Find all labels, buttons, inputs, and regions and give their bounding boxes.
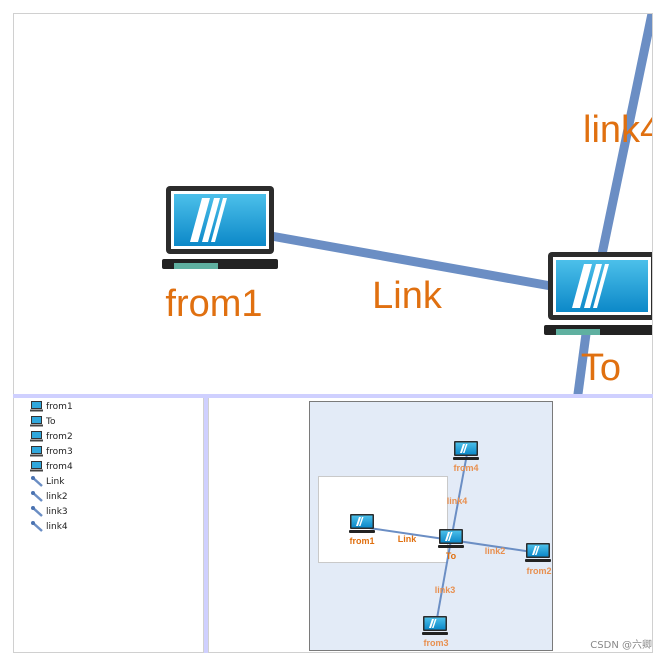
tree-item-label: from1: [46, 402, 73, 412]
overview-label-from1: from1: [349, 536, 374, 546]
viewport-indicator[interactable]: [318, 476, 448, 563]
node-label-from1: from1: [165, 283, 262, 325]
overview-link-link4: [450, 453, 468, 541]
overview-label-to: To: [446, 551, 457, 561]
wrench-icon: [31, 491, 43, 502]
overview-link-link: [361, 526, 452, 541]
node-label-to: To: [581, 347, 621, 389]
laptop-icon: [30, 431, 43, 442]
element-tree: from1 To from2 from3 from4 Link link2 li…: [13, 398, 204, 653]
overview-label-from4: from4: [453, 463, 478, 473]
node-from1[interactable]: [162, 186, 278, 269]
tree-item-label: link3: [46, 507, 68, 517]
laptop-icon: [422, 616, 448, 635]
laptop-icon: [349, 514, 375, 533]
tree-item-label: link2: [46, 492, 68, 502]
node-to[interactable]: [544, 252, 653, 335]
laptop-icon: [453, 441, 479, 460]
laptop-icon: [544, 252, 652, 335]
overview-label-link2: link2: [485, 546, 506, 556]
overview-label-link3: link3: [435, 585, 456, 595]
overview-panel: from1 Link To from2 link2 from4 link4 li…: [208, 398, 653, 653]
link-label-link: Link: [372, 275, 443, 317]
tree-item-label: from2: [46, 432, 73, 442]
horizontal-splitter[interactable]: [13, 394, 653, 398]
laptop-icon: [162, 186, 278, 269]
overview-link-link3: [435, 539, 452, 625]
tree-item-link[interactable]: Link: [30, 475, 64, 490]
vertical-splitter[interactable]: [204, 398, 208, 653]
laptop-icon: [30, 401, 43, 412]
overview-canvas[interactable]: from1 Link To from2 link2 from4 link4 li…: [309, 401, 553, 651]
overview-label-from3: from3: [423, 638, 448, 648]
link-line-link3[interactable]: [573, 333, 591, 395]
wrench-icon: [31, 476, 43, 487]
laptop-icon: [30, 416, 43, 427]
overview-label-from2: from2: [526, 566, 551, 576]
tree-item-from2[interactable]: from2: [30, 430, 73, 445]
tree-item-from3[interactable]: from3: [30, 445, 73, 460]
overview-graph: from1 Link To from2 link2 from4 link4 li…: [349, 441, 552, 648]
main-canvas[interactable]: from1 Link link4 To: [13, 13, 653, 395]
topology-view: from1 Link link4 To: [162, 14, 653, 395]
link-line-link4[interactable]: [596, 14, 653, 260]
link-line-link[interactable]: [270, 231, 552, 291]
overview-link-link2: [450, 539, 540, 554]
tree-item-label: Link: [46, 477, 65, 487]
overview-label-link: Link: [398, 534, 417, 544]
tree-item-label: from3: [46, 447, 73, 457]
tree-item-link4[interactable]: link4: [30, 520, 68, 535]
tree-item-link2[interactable]: link2: [30, 490, 68, 505]
watermark: CSDN @六卿: [590, 640, 652, 651]
wrench-icon: [31, 506, 43, 517]
tree-item-label: link4: [46, 522, 68, 532]
tree-item-to[interactable]: To: [30, 415, 55, 430]
tree-item-label: To: [46, 417, 56, 427]
tree-item-from1[interactable]: from1: [30, 400, 73, 415]
wrench-icon: [31, 521, 43, 532]
laptop-icon: [30, 446, 43, 457]
overview-label-link4: link4: [447, 496, 468, 506]
tree-item-from4[interactable]: from4: [30, 460, 73, 475]
tree-item-label: from4: [46, 462, 73, 472]
tree-item-link3[interactable]: link3: [30, 505, 68, 520]
laptop-icon: [438, 529, 464, 548]
link-label-link4: link4: [583, 109, 653, 151]
laptop-icon: [30, 461, 43, 472]
laptop-icon: [525, 543, 551, 562]
